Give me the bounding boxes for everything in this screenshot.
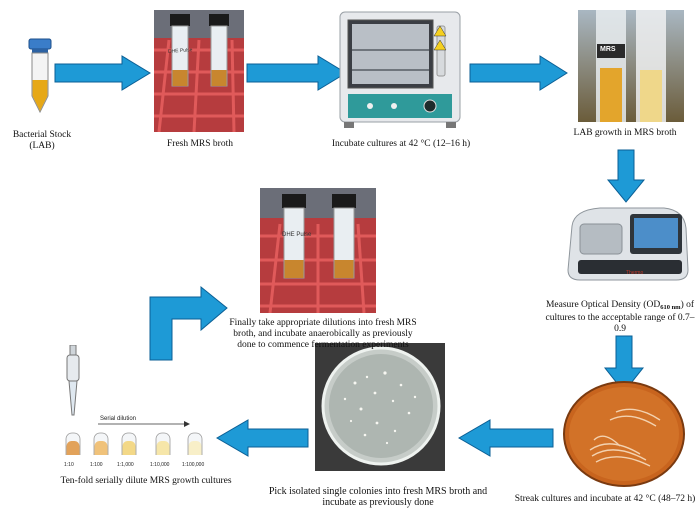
streak-label: Streak cultures and incubate at 42 °C (4… [514, 494, 696, 504]
dilution-tube-label: 1:100 [90, 462, 103, 468]
pick-label: Pick isolated single colonies into fresh… [268, 486, 488, 508]
streak-plate-image [563, 381, 685, 487]
serial-dilution-image [65, 345, 203, 455]
final-broth-photo: DHE Pulse [260, 188, 376, 313]
arrow-right-3 [469, 55, 568, 91]
arrow-down-1 [606, 149, 646, 203]
dilute-label: Ten-fold serially dilute MRS growth cult… [60, 476, 232, 486]
dilution-tube-label: 1:1,000 [117, 462, 134, 468]
dilution-tube-labels: 1:10 1:100 1:1,000 1:10,000 1:100,000 [58, 462, 228, 472]
arrow-bent-1 [149, 285, 228, 361]
growth-label: LAB growth in MRS broth [573, 128, 677, 138]
incubator-image [339, 11, 461, 128]
dilution-tube-label: 1:10 [64, 462, 74, 468]
growth-tube-text: MRS [600, 46, 616, 53]
final-broth-tube-text: DHE Pulse [282, 232, 312, 238]
colony-plate-photo [315, 343, 445, 471]
dilution-tube-label: 1:100,000 [182, 462, 205, 468]
stock-label: Bacterial Stock (LAB) [12, 130, 72, 151]
final-label: Finally take appropriate dilutions into … [229, 318, 417, 350]
fresh-broth-photo: DHE Pulse [154, 10, 244, 132]
arrow-left-2 [216, 419, 309, 457]
stock-tube-image [28, 38, 52, 114]
arrow-right-2 [246, 55, 347, 91]
arrow-right-1 [54, 55, 151, 91]
serial-dilution-text: Serial dilution [100, 416, 137, 422]
spectrophotometer-image [567, 207, 689, 281]
fresh-broth-label: Fresh MRS broth [167, 139, 233, 149]
growth-photo: MRS [578, 10, 684, 122]
incubate-label: Incubate cultures at 42 °C (12–16 h) [331, 139, 471, 149]
arrow-left-1 [458, 419, 554, 457]
dilution-tube-label: 1:10,000 [150, 462, 170, 468]
arrow-down-2 [603, 335, 645, 393]
spectrophotometer-brand: Thermo [626, 270, 644, 276]
od-label: Measure Optical Density (OD610 nm) of cu… [545, 300, 695, 334]
